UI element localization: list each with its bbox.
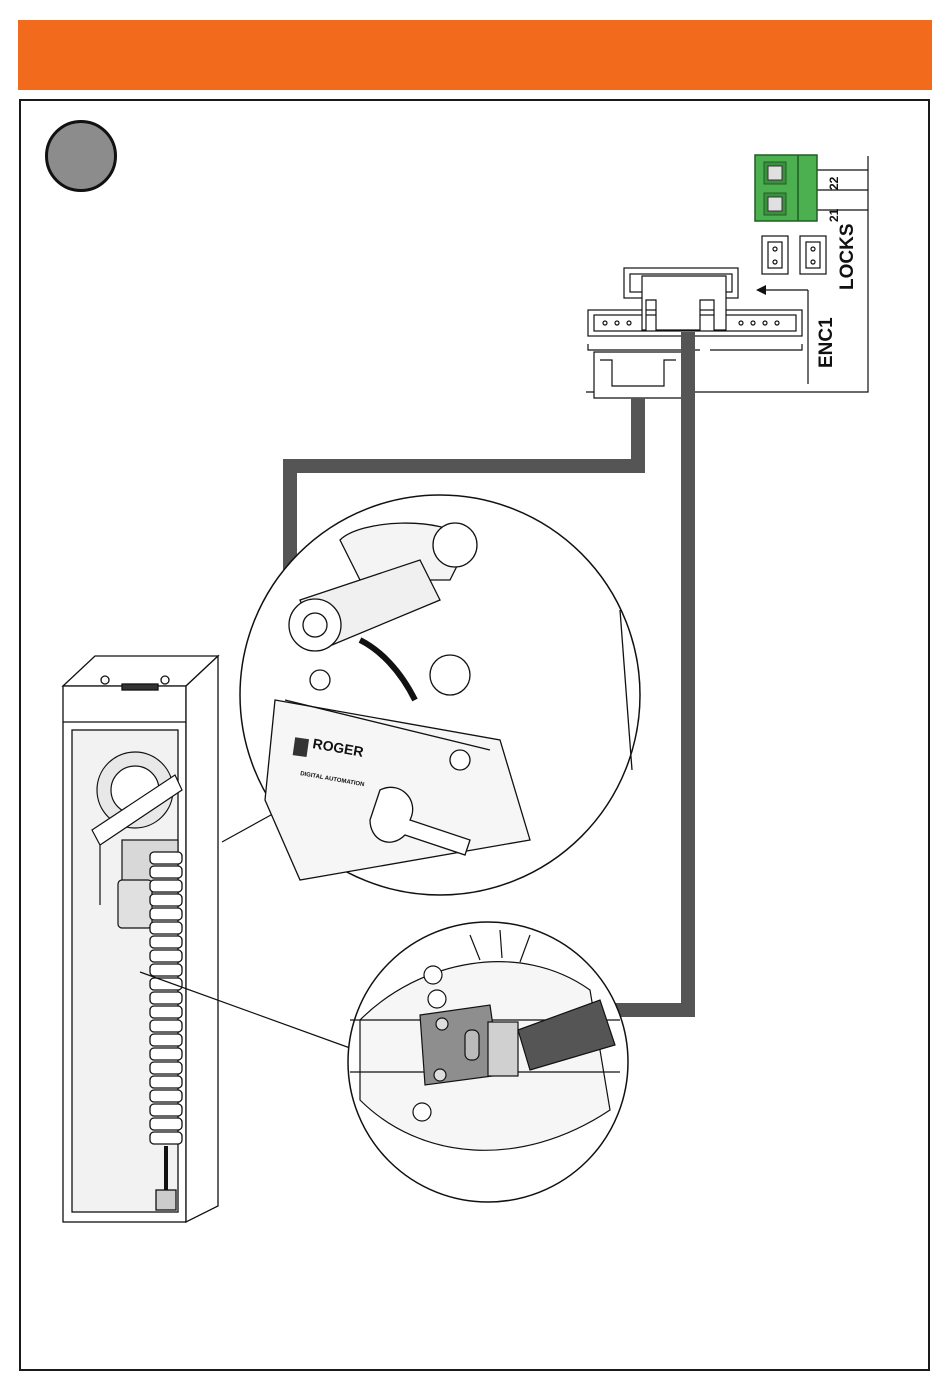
locks-label: LOCKS bbox=[837, 224, 858, 291]
green-terminal-block bbox=[755, 155, 817, 221]
barrier-cabinet bbox=[63, 656, 218, 1222]
terminal-number-21: 21 bbox=[827, 208, 841, 222]
enc1-arrow bbox=[756, 285, 766, 295]
locks-connectors bbox=[762, 236, 826, 274]
detail-circle-encoder bbox=[348, 922, 628, 1202]
detail-circle-motor: ROGER DIGITAL AUTOMATION bbox=[240, 495, 640, 895]
enc1-label: ENC1 bbox=[816, 317, 837, 368]
enc1-connector bbox=[588, 268, 808, 398]
terminal-number-22: 22 bbox=[827, 176, 841, 190]
